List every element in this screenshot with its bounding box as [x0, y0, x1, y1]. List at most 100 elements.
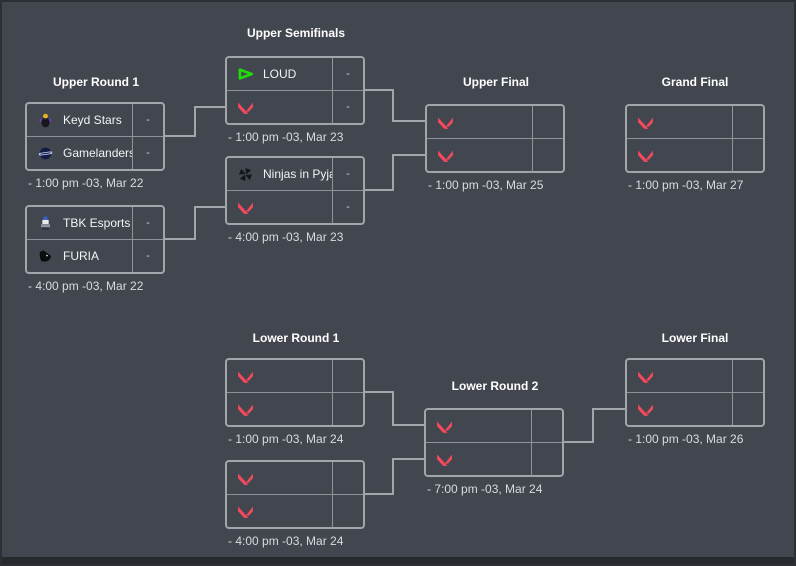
match-lower-round1-m2 [225, 460, 365, 529]
match-lower-round2 [424, 408, 564, 477]
team-row [426, 442, 562, 475]
gamelanders-logo-icon [36, 146, 55, 161]
team-row [227, 360, 363, 392]
team-row [427, 138, 563, 171]
round-header-upper-final: Upper Final [462, 75, 529, 89]
valorant-tbd-icon [436, 149, 455, 162]
team-row[interactable]: Ninjas in Pyja… - [227, 158, 363, 190]
match-grand-final [625, 104, 765, 173]
team-name: FURIA [63, 249, 99, 263]
team-row: - [227, 190, 363, 223]
tbk-esports-logo-icon [36, 216, 55, 231]
valorant-tbd-icon [236, 370, 255, 383]
team-score [532, 106, 563, 138]
match-schedule: - 4:00 pm -03, Mar 23 [228, 230, 344, 244]
match-upper-semifinal-m1: LOUD - - [225, 56, 365, 125]
connector-segment [564, 441, 594, 443]
team-name: Gamelanders… [63, 146, 132, 160]
round-header-lower-final: Lower Final [661, 331, 729, 345]
team-row [627, 138, 763, 171]
connector-segment [394, 458, 424, 460]
keyd-stars-logo-icon [36, 113, 55, 128]
round-header-grand-final: Grand Final [661, 75, 729, 89]
connector-segment [365, 189, 394, 191]
round-header-lower-round-1: Lower Round 1 [252, 331, 340, 345]
team-row: - [227, 90, 363, 123]
team-name: TBK Esports [63, 216, 131, 230]
connector-segment [592, 408, 594, 443]
valorant-tbd-icon [236, 472, 255, 485]
valorant-tbd-icon [236, 403, 255, 416]
match-schedule: - 1:00 pm -03, Mar 22 [28, 176, 144, 190]
team-score [732, 393, 763, 425]
valorant-tbd-icon [636, 149, 655, 162]
connector-segment [165, 238, 196, 240]
loud-logo-icon [236, 67, 255, 81]
team-row [427, 106, 563, 138]
valorant-tbd-icon [636, 370, 655, 383]
team-score [332, 393, 363, 425]
valorant-tbd-icon [435, 420, 454, 433]
valorant-tbd-icon [236, 505, 255, 518]
team-name: Ninjas in Pyja… [263, 167, 332, 181]
match-upper-semifinal-m2: Ninjas in Pyja… - - [225, 156, 365, 225]
valorant-tbd-icon [236, 201, 255, 214]
team-score: - [132, 207, 163, 239]
connector-segment [194, 106, 196, 137]
team-score [732, 360, 763, 392]
match-schedule: - 4:00 pm -03, Mar 24 [228, 534, 344, 548]
team-score [531, 410, 562, 442]
team-score [332, 360, 363, 392]
team-row [227, 494, 363, 527]
match-upper-final [425, 104, 565, 173]
team-row [227, 392, 363, 425]
match-schedule: - 1:00 pm -03, Mar 24 [228, 432, 344, 446]
match-schedule: - 1:00 pm -03, Mar 25 [428, 178, 544, 192]
team-score: - [132, 137, 163, 169]
round-header-upper-semifinals: Upper Semifinals [246, 26, 346, 40]
team-score [732, 106, 763, 138]
team-row[interactable]: TBK Esports - [27, 207, 163, 239]
connector-segment [392, 89, 394, 122]
valorant-tbd-icon [236, 101, 255, 114]
valorant-tbd-icon [435, 453, 454, 466]
team-score [532, 139, 563, 171]
connector-segment [392, 154, 394, 191]
connector-segment [394, 154, 425, 156]
team-row[interactable]: Gamelanders… - [27, 136, 163, 169]
team-row [627, 106, 763, 138]
team-score [732, 139, 763, 171]
team-score: - [132, 104, 163, 136]
team-score: - [332, 91, 363, 123]
team-score [332, 462, 363, 494]
connector-segment [196, 206, 225, 208]
team-score: - [332, 191, 363, 223]
connector-segment [394, 120, 425, 122]
match-upper-round1-m2: TBK Esports - FURIA - [25, 205, 165, 274]
match-schedule: - 1:00 pm -03, Mar 26 [628, 432, 744, 446]
team-row [227, 462, 363, 494]
team-score [531, 443, 562, 475]
match-lower-final [625, 358, 765, 427]
valorant-tbd-icon [636, 403, 655, 416]
match-schedule: - 1:00 pm -03, Mar 23 [228, 130, 344, 144]
team-row[interactable]: FURIA - [27, 239, 163, 272]
connector-segment [392, 458, 394, 495]
team-name: Keyd Stars [63, 113, 122, 127]
team-score: - [132, 240, 163, 272]
match-lower-round1-m1 [225, 358, 365, 427]
connector-segment [392, 391, 394, 426]
match-schedule: - 7:00 pm -03, Mar 24 [427, 482, 543, 496]
connector-segment [365, 89, 394, 91]
match-schedule: - 4:00 pm -03, Mar 22 [28, 279, 144, 293]
team-row[interactable]: LOUD - [227, 58, 363, 90]
team-row[interactable]: Keyd Stars - [27, 104, 163, 136]
team-name: LOUD [263, 67, 297, 81]
team-score: - [332, 158, 363, 190]
connector-segment [394, 424, 424, 426]
connector-segment [194, 206, 196, 240]
ninjas-in-pyjamas-logo-icon [236, 167, 255, 182]
team-score: - [332, 58, 363, 90]
team-row [627, 360, 763, 392]
